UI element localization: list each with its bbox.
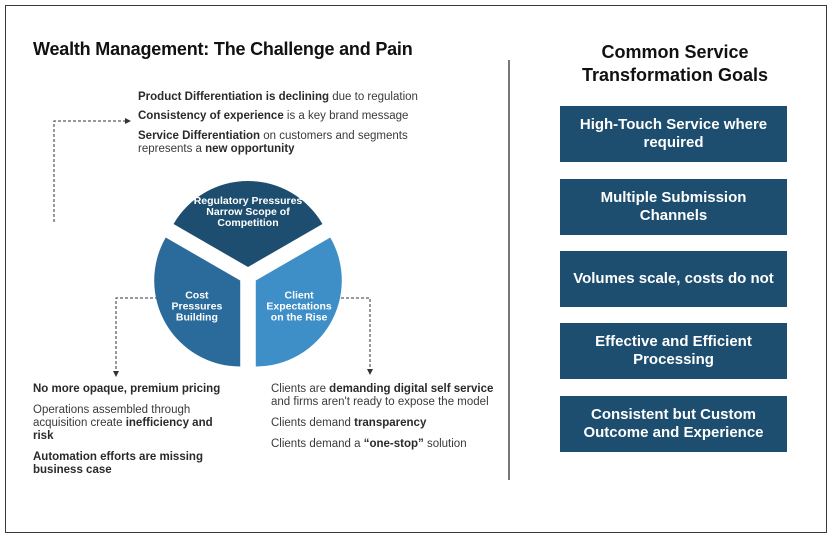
pain-point: Clients demand transparency <box>271 417 427 429</box>
pie-label-line: Pressures <box>172 301 223 313</box>
top-pain-points: Product Differentiation is declining due… <box>138 91 418 156</box>
pain-point: Clients are demanding digital self servi… <box>271 383 494 408</box>
pain-point: Consistency of experience is a key brand… <box>138 110 409 122</box>
pie-label-line: Expectations <box>266 301 332 313</box>
top-connector <box>53 118 131 222</box>
pie-label-line: Client <box>285 290 315 302</box>
pie-label-line: Narrow Scope of <box>206 206 290 218</box>
right-connector <box>331 297 373 375</box>
goal-volumes-scale: Volumes scale, costs do not <box>560 251 787 307</box>
pie-slice-regulatory <box>173 181 323 267</box>
goal-high-touch: High-Touch Service where required <box>560 106 787 162</box>
pie-label-line: Competition <box>217 217 278 229</box>
right-title: Common Service Transformation Goals <box>560 41 790 87</box>
slide-frame <box>5 5 827 533</box>
left-title: Wealth Management: The Challenge and Pai… <box>33 39 413 59</box>
pain-point: Clients demand a “one-stop” solution <box>271 438 467 450</box>
right-title-line: Common Service <box>601 42 749 62</box>
pain-point: Service Differentiation on customers and… <box>138 130 408 155</box>
goal-effective-processing: Effective and Efficient Processing <box>560 323 787 379</box>
vertical-divider <box>508 60 510 480</box>
pie-label-line: Cost <box>185 290 209 302</box>
pie-label-line: Regulatory Pressures <box>194 195 303 207</box>
cost-pain-points: No more opaque, premium pricing Operatio… <box>33 383 220 477</box>
goal-consistent-outcome: Consistent but Custom Outcome and Experi… <box>560 396 787 452</box>
client-pain-points: Clients are demanding digital self servi… <box>271 383 493 451</box>
pie-label-line: Building <box>176 312 218 324</box>
pie-label-line: on the Rise <box>271 312 328 324</box>
pain-point: No more opaque, premium pricing <box>33 383 221 395</box>
left-connector <box>113 297 163 377</box>
right-title-line: Transformation Goals <box>581 65 769 85</box>
pain-point: Product Differentiation is declining due… <box>138 91 418 103</box>
pie-slice-client <box>255 237 342 367</box>
goal-multiple-channels: Multiple Submission Channels <box>560 179 787 235</box>
pie-slice-cost <box>154 237 241 367</box>
